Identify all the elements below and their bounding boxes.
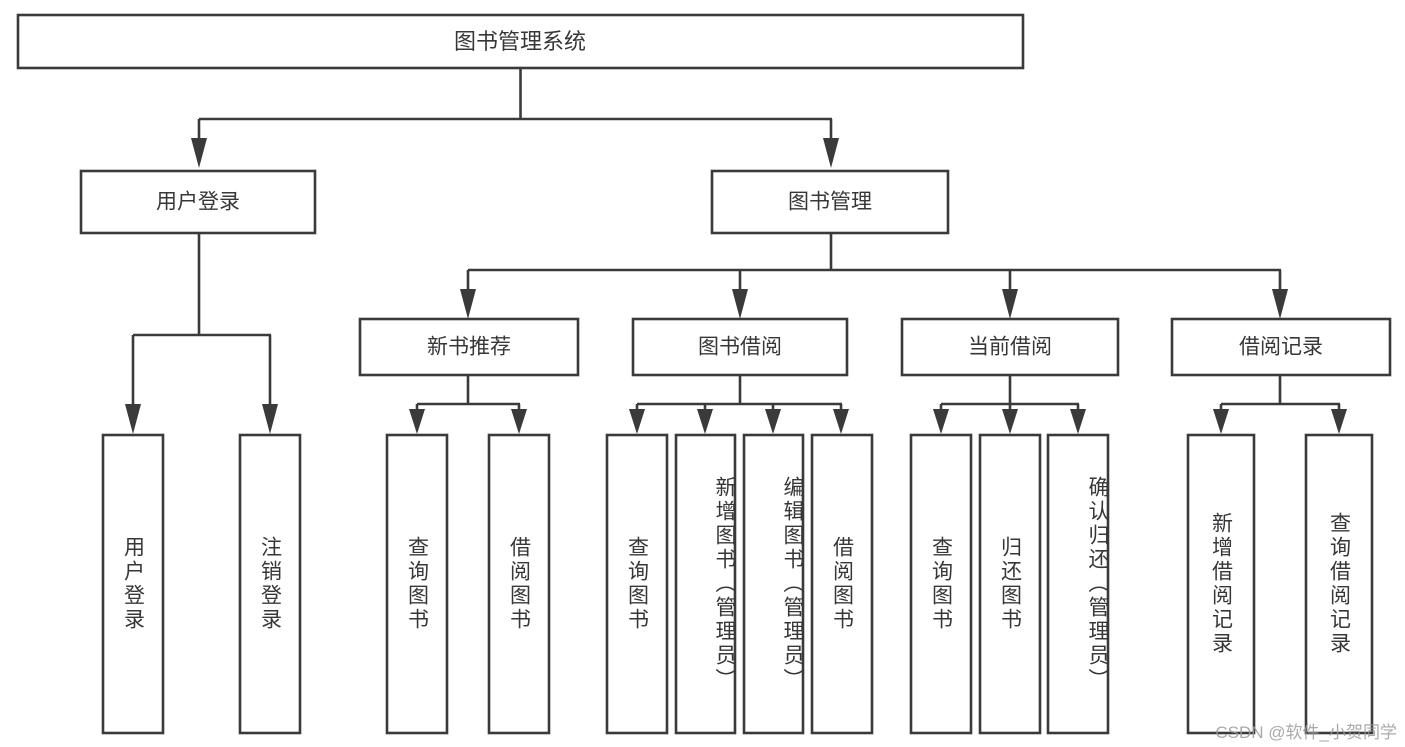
leaf-box-user-login-0[interactable] bbox=[101, 433, 165, 735]
leaf-box-currentborrow-0[interactable] bbox=[909, 433, 973, 735]
leaf-box-borrowrecord-1[interactable] bbox=[1304, 433, 1374, 735]
leaf-box-bookborrow-3[interactable] bbox=[810, 433, 874, 735]
leaf-box-currentborrow-2[interactable] bbox=[1046, 433, 1110, 735]
node-book-borrow[interactable]: 图书借阅 bbox=[631, 317, 849, 377]
arrow-leaf-bookborrow-2 bbox=[765, 409, 781, 434]
node-root-box[interactable] bbox=[16, 13, 1025, 70]
arrow-leaf-currentborrow-0 bbox=[933, 409, 949, 434]
arrow-leaf-bookborrow-0 bbox=[629, 409, 645, 434]
arrow-leaf-user-login-0 bbox=[125, 404, 141, 434]
node-current-borrow[interactable]: 当前借阅 bbox=[900, 317, 1120, 377]
arrow-to-borrowrecord bbox=[1272, 289, 1288, 319]
leaf-box-currentborrow-1[interactable] bbox=[978, 433, 1042, 735]
node-book-management-label: 图书管理 bbox=[788, 191, 872, 214]
node-book-borrow-box[interactable] bbox=[631, 317, 849, 377]
arrow-leaf-bookborrow-1 bbox=[697, 409, 713, 434]
node-root[interactable]: 图书管理系统 bbox=[16, 13, 1025, 70]
node-borrow-record-box[interactable] bbox=[1170, 317, 1392, 377]
arrow-leaf-newbook-0 bbox=[409, 409, 425, 434]
node-new-book-recommend-box[interactable] bbox=[358, 317, 580, 377]
leaf-box-newbook-1[interactable] bbox=[487, 433, 551, 735]
connectors-group bbox=[125, 68, 1347, 434]
node-borrow-record-label: 借阅记录 bbox=[1239, 336, 1323, 359]
arrow-to-bookborrow bbox=[732, 289, 748, 319]
arrow-leaf-newbook-1 bbox=[511, 409, 527, 434]
leaf-box-newbook-0[interactable] bbox=[385, 433, 449, 735]
node-user-login-box[interactable] bbox=[79, 169, 317, 235]
node-current-borrow-box[interactable] bbox=[900, 317, 1120, 377]
node-root-label: 图书管理系统 bbox=[454, 29, 586, 54]
node-new-book-recommend-label: 新书推荐 bbox=[427, 336, 511, 359]
arrow-leaf-bookborrow-3 bbox=[833, 409, 849, 434]
leaf-box-bookborrow-0[interactable] bbox=[605, 433, 669, 735]
arrow-to-userlogin bbox=[191, 138, 207, 168]
arrow-leaf-borrowrecord-0 bbox=[1213, 409, 1229, 434]
node-user-login-label: 用户登录 bbox=[156, 191, 240, 214]
leaf-boxes-group bbox=[101, 433, 1374, 735]
node-borrow-record[interactable]: 借阅记录 bbox=[1170, 317, 1392, 377]
arrow-leaf-currentborrow-2 bbox=[1070, 409, 1086, 434]
arrow-leaf-borrowrecord-1 bbox=[1331, 409, 1347, 434]
node-new-book-recommend[interactable]: 新书推荐 bbox=[358, 317, 580, 377]
node-book-management-box[interactable] bbox=[710, 169, 950, 235]
node-book-borrow-label: 图书借阅 bbox=[698, 336, 782, 359]
arrow-to-bookmgmt bbox=[823, 138, 839, 168]
leaf-box-bookborrow-1[interactable] bbox=[674, 433, 737, 735]
leaf-box-user-login-1[interactable] bbox=[238, 433, 302, 735]
node-book-management[interactable]: 图书管理 bbox=[710, 169, 950, 235]
arrow-leaf-currentborrow-1 bbox=[1002, 409, 1018, 434]
leaf-box-bookborrow-2[interactable] bbox=[742, 433, 805, 735]
arrow-to-newbook bbox=[460, 289, 476, 319]
node-current-borrow-label: 当前借阅 bbox=[968, 336, 1052, 359]
leaf-box-borrowrecord-0[interactable] bbox=[1186, 433, 1256, 735]
arrow-leaf-user-login-1 bbox=[262, 404, 278, 434]
arrow-to-currentborrow bbox=[1002, 289, 1018, 319]
node-user-login[interactable]: 用户登录 bbox=[79, 169, 317, 235]
csdn-watermark: CSDN @软件_小贺同学 bbox=[1215, 723, 1397, 742]
